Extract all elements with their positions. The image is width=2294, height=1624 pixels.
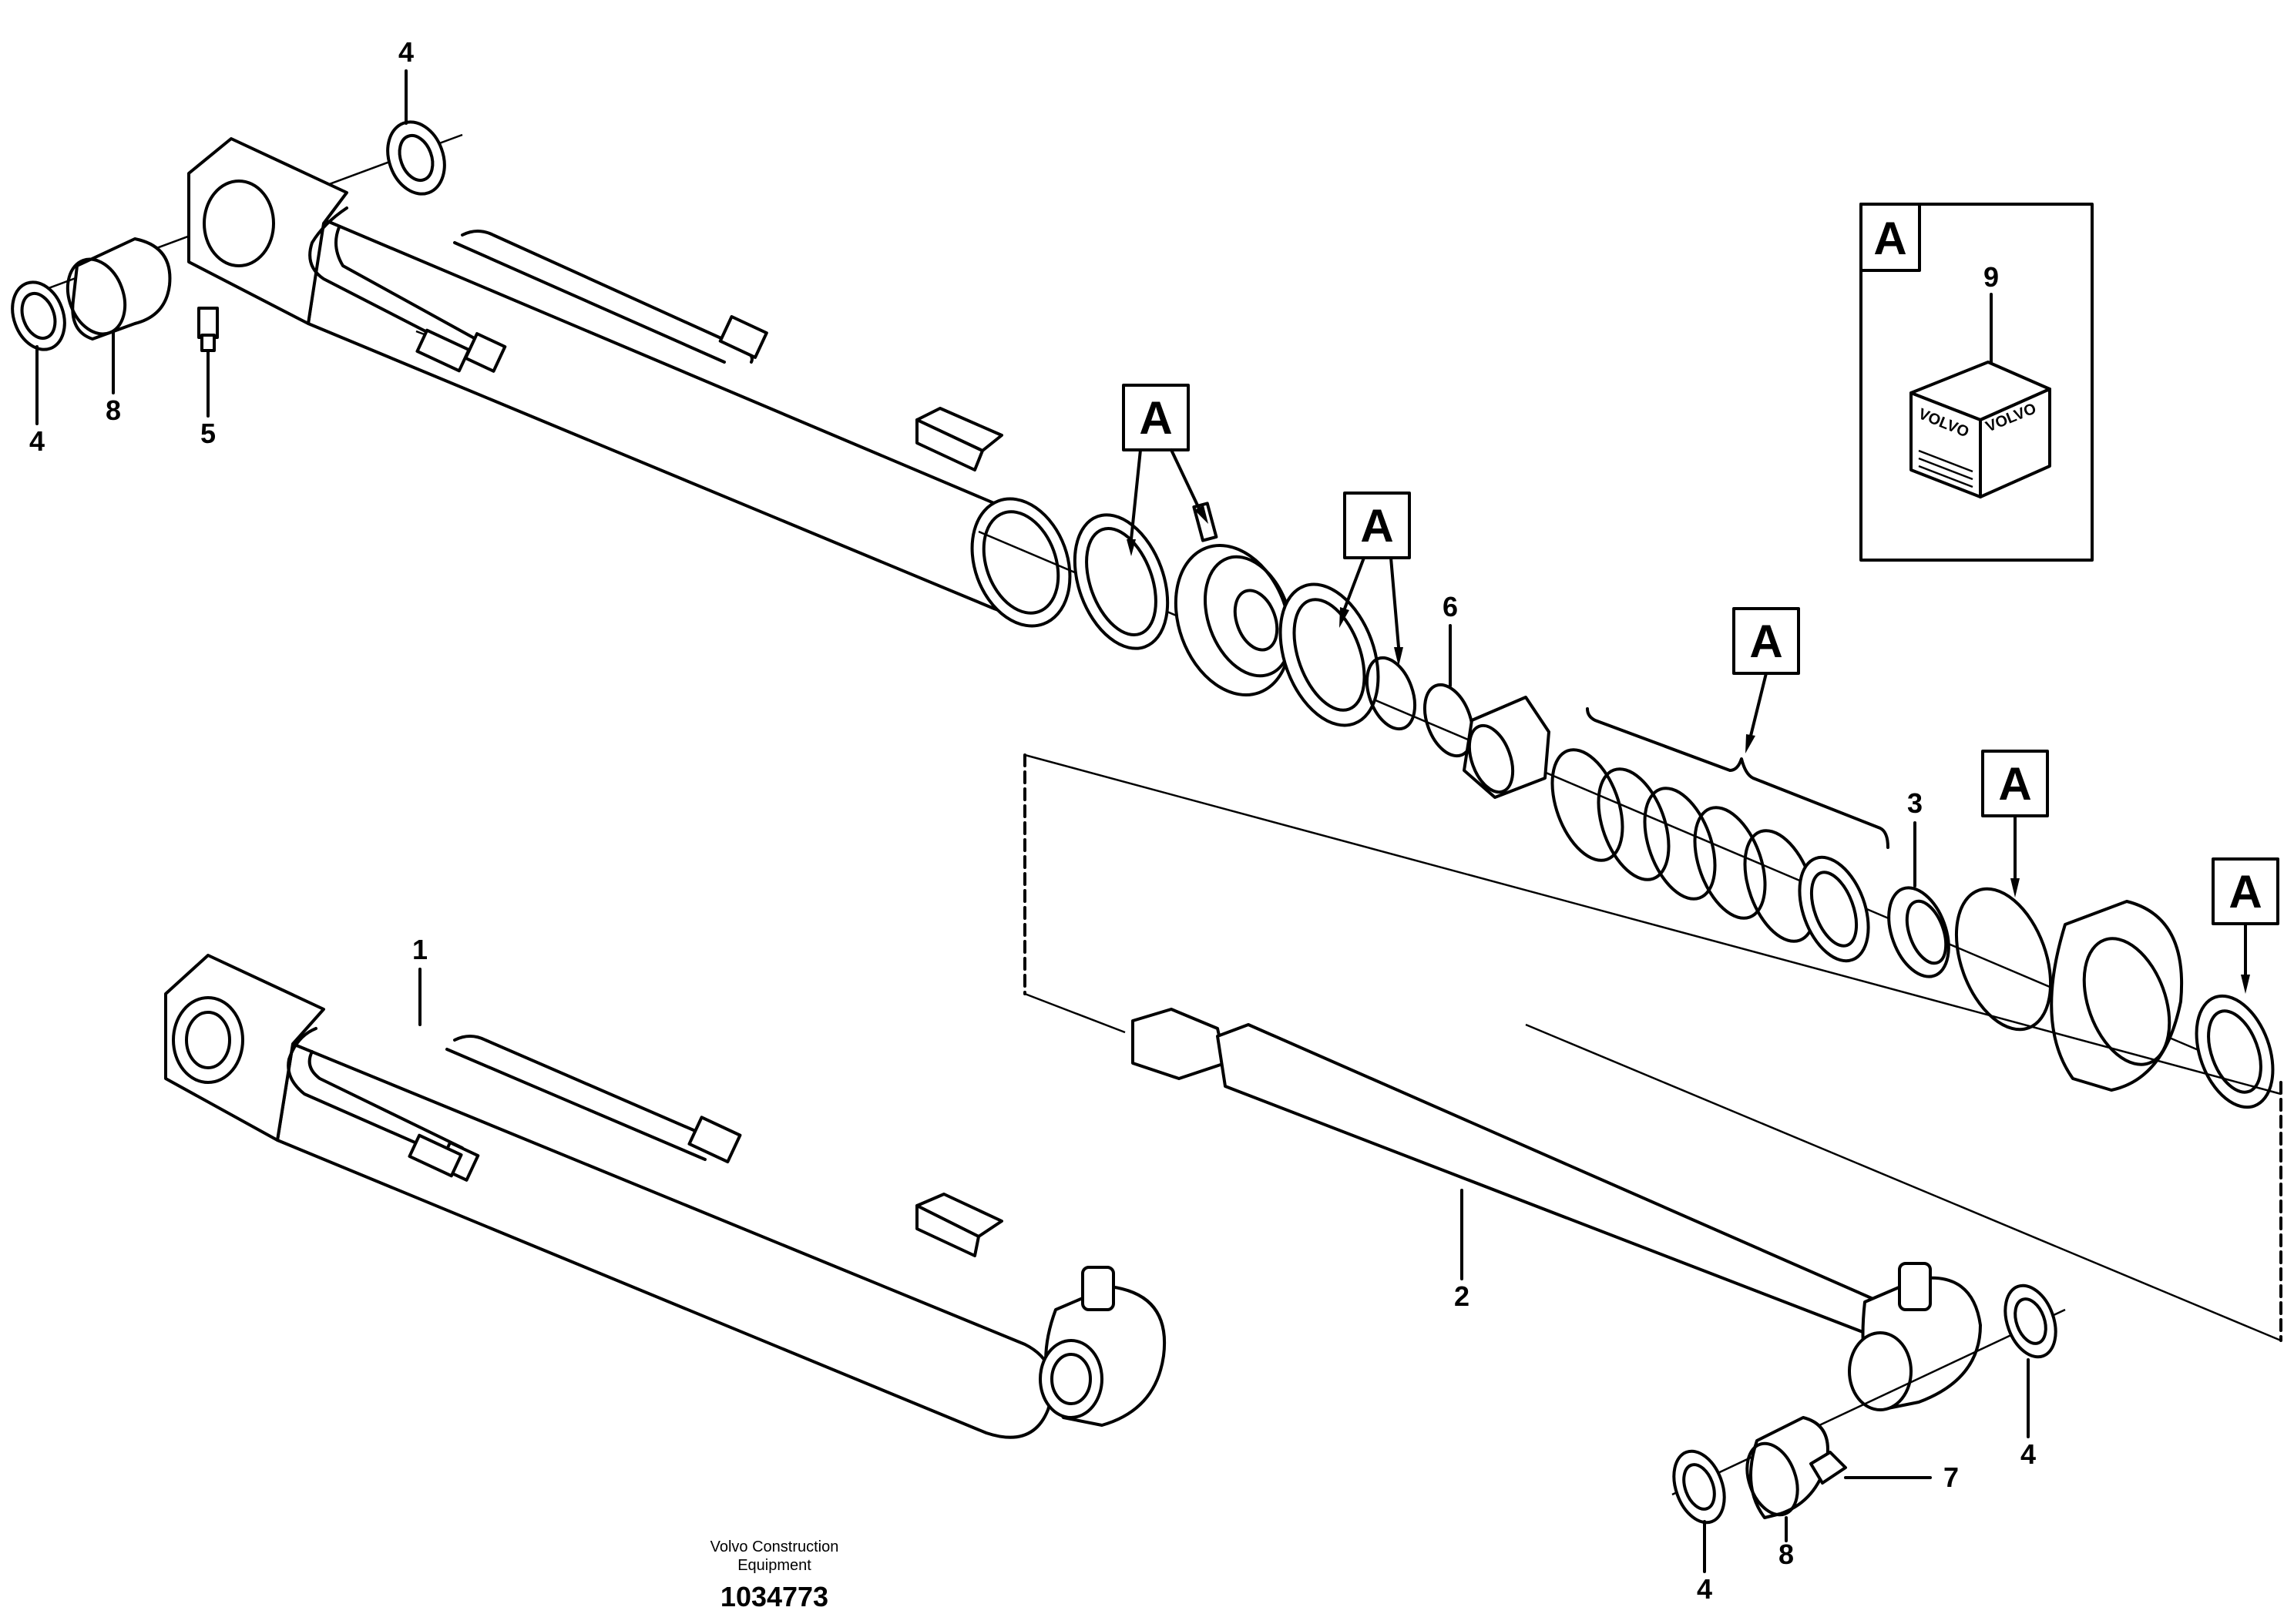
brand-line-2: Equipment: [737, 1557, 811, 1574]
eye-seals-top: [11, 120, 446, 352]
svg-text:7: 7: [1943, 1461, 1959, 1493]
svg-text:6: 6: [1443, 591, 1458, 622]
part-label-2: 2: [1454, 1189, 1469, 1312]
kit-callout-1-letter: A: [1139, 392, 1172, 444]
complete-cylinder: [164, 954, 1167, 1439]
part-label-5: 5: [200, 349, 216, 449]
document-number: 1034773: [720, 1581, 828, 1612]
piston-rod: [1023, 753, 2282, 1411]
cylinder-barrel-exploded: [15, 133, 1072, 628]
kit-callout-4: A: [1981, 750, 2049, 898]
svg-text:4: 4: [1697, 1573, 1712, 1605]
part-label-4-right: 4: [2020, 1358, 2036, 1470]
part-label-1: 1: [412, 934, 428, 1026]
svg-text:2: 2: [1454, 1280, 1469, 1312]
svg-text:4: 4: [29, 425, 45, 457]
part-label-4-top: 4: [398, 36, 414, 125]
svg-text:1: 1: [412, 934, 428, 965]
part-label-4-left: 4: [29, 345, 45, 457]
part-label-4-bottom: 4: [1697, 1520, 1712, 1605]
svg-text:4: 4: [398, 36, 414, 68]
eye-seals-bottom: [1671, 1283, 2066, 1525]
part-label-8-bottom: 8: [1778, 1516, 1794, 1570]
part-label-7: 7: [1844, 1461, 1959, 1493]
svg-text:4: 4: [2020, 1438, 2036, 1470]
piston-components: [978, 502, 2275, 1109]
kit-box: A 9 VOLVO VOLVO: [1859, 203, 2094, 562]
svg-text:8: 8: [1778, 1538, 1794, 1570]
part-label-6: 6: [1443, 591, 1458, 687]
kit-callout-4-letter: A: [1998, 758, 2031, 810]
part-label-8-top: 8: [106, 330, 121, 426]
kit-callout-2: A: [1339, 492, 1411, 666]
svg-text:8: 8: [106, 394, 121, 426]
kit-callout-3-letter: A: [1749, 616, 1782, 667]
kit-callout-1: A: [1122, 384, 1208, 556]
svg-text:5: 5: [200, 418, 216, 449]
kit-callout-5-letter: A: [2229, 866, 2262, 918]
svg-text:3: 3: [1907, 787, 1923, 819]
kit-callout-5: A: [2212, 857, 2279, 994]
brand-line-1: Volvo Construction: [710, 1538, 839, 1555]
part-label-3: 3: [1907, 787, 1923, 887]
kit-callout-3: A: [1732, 607, 1800, 753]
kit-part-number: 9: [1983, 261, 1999, 293]
kit-box-letter: A: [1873, 213, 1906, 264]
kit-callout-2-letter: A: [1360, 500, 1393, 552]
